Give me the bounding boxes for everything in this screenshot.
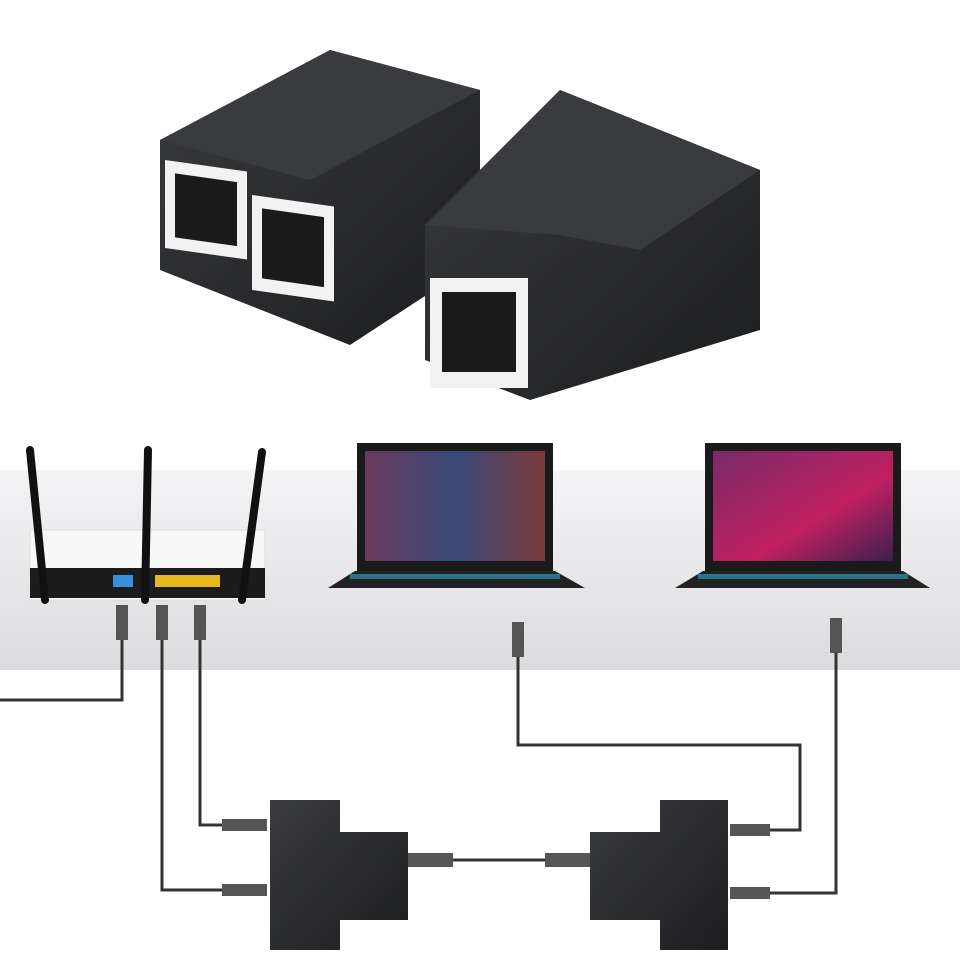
laptop [328,443,585,588]
laptop [675,443,930,588]
router [26,446,266,604]
splitter-left [270,800,408,950]
splitter-right [590,800,728,950]
rj45-plugs [116,605,842,899]
antenna [141,446,152,604]
ethernet-cables [0,640,838,895]
single-port-splitter [425,90,760,400]
antenna [26,446,49,604]
dual-port-splitter [160,50,480,345]
antenna [238,448,266,604]
